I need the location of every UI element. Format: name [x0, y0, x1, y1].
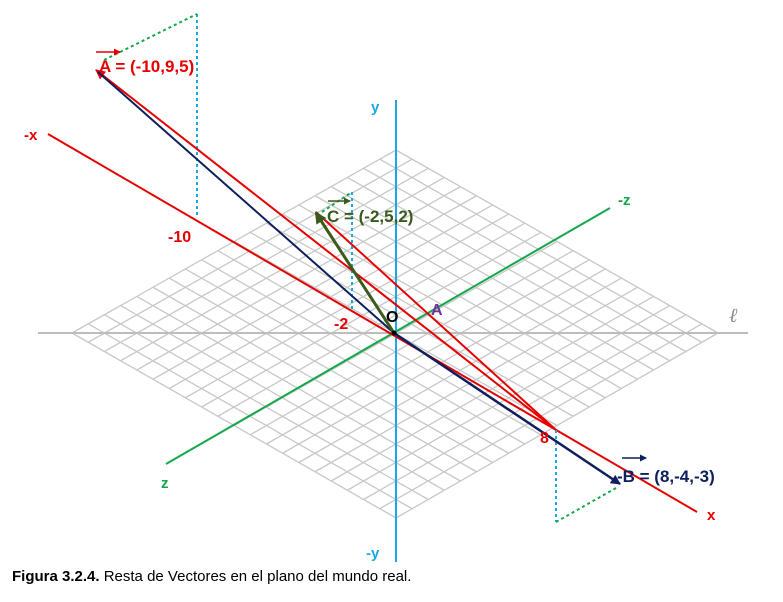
axis-label-z-pos: z	[161, 475, 169, 492]
grid-line	[249, 250, 574, 436]
grid-line	[266, 222, 590, 408]
grid-line	[314, 286, 638, 473]
angle-label: A	[431, 302, 443, 319]
grid-line	[363, 314, 687, 501]
origin-point	[391, 330, 397, 336]
axis-label-z-neg: -z	[618, 192, 631, 209]
figure-caption: Figura 3.2.4. Resta de Vectores en el pl…	[12, 568, 411, 585]
vector-b-label: -B = (8,-4,-3)	[617, 467, 715, 486]
vector-a-label: A = (-10,9,5)	[99, 57, 194, 76]
grid-line	[314, 195, 638, 380]
grid-line	[249, 231, 574, 417]
grid-line	[330, 295, 654, 482]
tick-x-neg-ten: -10	[168, 229, 191, 246]
grid-line	[282, 268, 606, 454]
projection-guides	[103, 13, 617, 523]
axis-label-y-pos: y	[371, 99, 380, 116]
ground-plane-grid	[71, 149, 719, 519]
vector-neg-b	[393, 331, 621, 486]
grid-line	[395, 332, 719, 519]
tick-x-neg-two: -2	[334, 316, 348, 333]
caption-bold: Figura 3.2.4.	[12, 568, 100, 585]
grid-line	[298, 277, 622, 464]
z-axis	[165, 207, 611, 465]
x-axis	[47, 133, 698, 513]
grid-line	[266, 259, 590, 445]
vector-c	[314, 211, 396, 334]
plane-symbol: ℓ	[729, 303, 738, 327]
grid-line	[347, 304, 671, 491]
vector-a	[97, 71, 395, 334]
axis-label-x-pos: x	[707, 507, 716, 524]
tick-x-pos-eight: 8	[540, 430, 549, 447]
origin-label: O	[386, 309, 398, 326]
axis-label-y-neg: -y	[366, 545, 380, 562]
grid-line	[330, 186, 654, 371]
grid-line	[379, 158, 703, 343]
construction-lines	[95, 69, 557, 431]
grid-line	[395, 149, 719, 334]
grid-line	[363, 167, 687, 353]
axis-label-x-neg: -x	[24, 127, 38, 144]
grid-line	[347, 176, 671, 362]
caption-text: Resta de Vectores en el plano del mundo …	[99, 568, 412, 585]
vector-c-label: C = (-2,5,2)	[327, 207, 413, 226]
